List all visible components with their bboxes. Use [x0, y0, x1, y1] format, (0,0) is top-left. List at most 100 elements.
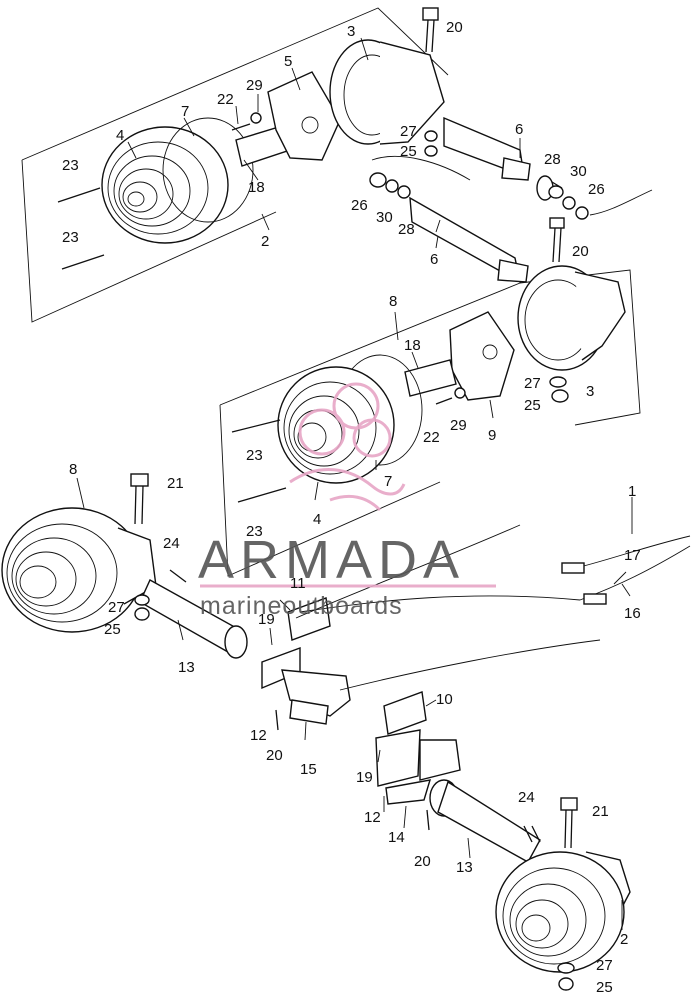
- callout-24: 24: [518, 789, 535, 806]
- washers-upper-small: [424, 130, 438, 157]
- callout-20: 20: [572, 243, 589, 260]
- wire-upper-right: [589, 189, 653, 216]
- callout-25: 25: [104, 621, 121, 638]
- callout-15: 15: [300, 761, 317, 778]
- bracket-left: [261, 646, 351, 725]
- screws-23-middle: [231, 419, 287, 503]
- callout-2: 2: [620, 931, 628, 948]
- callout-23: 23: [246, 447, 263, 464]
- washers-middle: [549, 376, 569, 403]
- watermark: ARMADA marineoutboards: [198, 382, 496, 620]
- bolt-20-upper: [422, 7, 439, 53]
- callout-27: 27: [524, 375, 541, 392]
- bulb-socket-middle: [404, 359, 457, 397]
- wire-upper-left: [371, 155, 471, 181]
- washers-upper-left: [369, 172, 411, 199]
- gasket-upper: [162, 117, 254, 223]
- callout-20: 20: [446, 19, 463, 36]
- bolt-20-left-bottom: [275, 709, 279, 731]
- callout-4: 4: [116, 127, 124, 144]
- callout-20: 20: [414, 853, 431, 870]
- callout-22: 22: [423, 429, 440, 446]
- callout-1: 1: [628, 483, 636, 500]
- lens-middle: [277, 366, 395, 484]
- callout-21: 21: [592, 803, 609, 820]
- callout-7: 7: [181, 103, 189, 120]
- callout-11: 11: [290, 575, 306, 592]
- callout-30: 30: [570, 163, 587, 180]
- watermark-logo-mark: [289, 382, 406, 512]
- callout-27: 27: [108, 599, 125, 616]
- clamp-11: [287, 597, 331, 641]
- housing-upper: [329, 39, 445, 145]
- callout-28: 28: [544, 151, 561, 168]
- callout-17: 17: [624, 547, 641, 564]
- callout-20: 20: [266, 747, 283, 764]
- callout-24: 24: [163, 535, 180, 552]
- callout-6: 6: [430, 251, 438, 268]
- stem-left: [139, 579, 248, 659]
- callout-25: 25: [596, 979, 613, 996]
- callout-18: 18: [248, 179, 265, 196]
- bolt-20-right-bottom: [426, 809, 430, 831]
- callout-26: 26: [351, 197, 368, 214]
- callout-23: 23: [62, 229, 79, 246]
- callout-16: 16: [624, 605, 641, 622]
- screws-23-upper: [57, 187, 105, 270]
- bolt-20-middle: [549, 217, 565, 263]
- clamp-10: [383, 691, 427, 735]
- leader-lines: [76, 37, 633, 930]
- wires-left: [295, 524, 601, 691]
- bolt-21-right: [560, 797, 578, 849]
- callout-27: 27: [400, 123, 417, 140]
- callout-8: 8: [69, 461, 77, 478]
- watermark-brand: ARMADA: [198, 530, 465, 590]
- callout-6: 6: [515, 121, 523, 138]
- stem-right: [429, 779, 541, 863]
- bolt-21-left: [130, 473, 149, 525]
- callout-27: 27: [596, 957, 613, 974]
- stay-upper: [443, 116, 563, 201]
- callout-18: 18: [404, 337, 421, 354]
- bolt-24-right: [523, 825, 541, 843]
- housing-middle: [517, 265, 626, 371]
- callout-3: 3: [586, 383, 594, 400]
- lens-right: [495, 851, 631, 973]
- callout-10: 10: [436, 691, 453, 708]
- washers-right: [557, 962, 575, 991]
- callout-30: 30: [376, 209, 393, 226]
- washers-left: [134, 594, 150, 621]
- callout-13: 13: [456, 859, 473, 876]
- reflector-plate-upper: [267, 71, 341, 161]
- callout-2: 2: [261, 233, 269, 250]
- bolt-24-left: [169, 569, 187, 583]
- callout-19: 19: [356, 769, 373, 786]
- callout-25: 25: [400, 143, 417, 160]
- callout-22: 22: [217, 91, 234, 108]
- callout-3: 3: [347, 23, 355, 40]
- bracket-right: [375, 729, 461, 805]
- frame-upper: [21, 7, 449, 323]
- callout-12: 12: [250, 727, 267, 744]
- callout-29: 29: [246, 77, 263, 94]
- callout-7: 7: [384, 473, 392, 490]
- lens-left: [1, 507, 157, 633]
- callout-4: 4: [313, 511, 321, 528]
- callout-12: 12: [364, 809, 381, 826]
- callout-25: 25: [524, 397, 541, 414]
- watermark-tagline: marineoutboards: [200, 592, 403, 620]
- callout-13: 13: [178, 659, 195, 676]
- callout-5: 5: [284, 53, 292, 70]
- callouts: 20 3 5 29 22 7 4 23 18 2 23 27 25 6 28 3…: [62, 19, 641, 996]
- screw-22-middle: [435, 387, 466, 405]
- callout-23: 23: [62, 157, 79, 174]
- callout-19: 19: [258, 611, 275, 628]
- stay-middle: [409, 196, 529, 284]
- callout-21: 21: [167, 475, 184, 492]
- callout-28: 28: [398, 221, 415, 238]
- screw-22-upper: [231, 112, 262, 131]
- washers-upper: [548, 185, 589, 220]
- callout-29: 29: [450, 417, 467, 434]
- callout-26: 26: [588, 181, 605, 198]
